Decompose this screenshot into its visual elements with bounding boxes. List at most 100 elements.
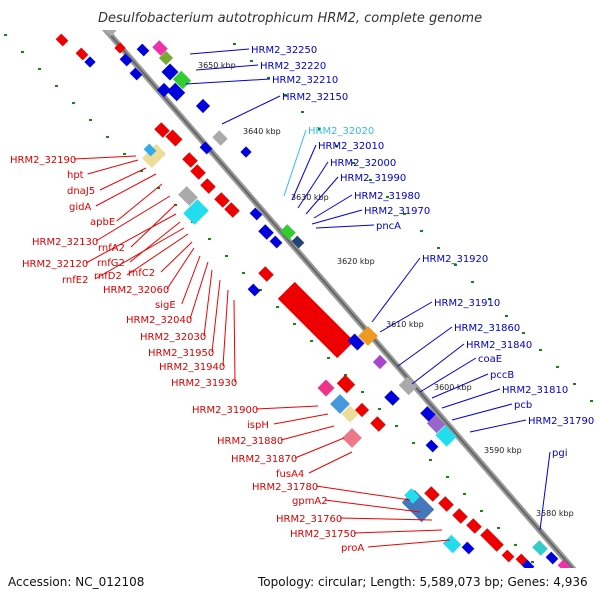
gene-label-right: HRM2_31980 (354, 191, 420, 202)
gene-label-left: HRM2_31950 (148, 348, 214, 359)
leader-line (233, 299, 236, 383)
tick-mark (386, 196, 389, 198)
gene-label-left: hpt (67, 170, 84, 181)
gene-feature (249, 207, 263, 221)
gene-label-right: HRM2_32010 (318, 141, 384, 152)
tick-mark (72, 102, 75, 104)
gene-feature (452, 508, 468, 524)
leader-line (469, 419, 527, 433)
leader-line (379, 301, 433, 333)
gene-feature (129, 67, 143, 81)
leader-line (73, 155, 137, 160)
gene-feature (347, 333, 365, 351)
tick-mark (488, 298, 491, 300)
leader-line (116, 183, 163, 222)
gene-feature (438, 496, 454, 512)
gene-feature (240, 146, 252, 158)
gene-label-right: coaE (478, 354, 502, 365)
tick-mark (276, 306, 279, 308)
gene-label-left: HRM2_32190 (10, 155, 76, 166)
tick-mark (225, 255, 228, 257)
gene-label-left: dnaJ5 (67, 186, 95, 197)
leader-line (203, 269, 213, 337)
gene-label-right: HRM2_32220 (260, 61, 326, 72)
tick-mark (233, 43, 236, 45)
gene-feature (182, 152, 198, 168)
leader-line (283, 129, 307, 197)
tick-mark (480, 510, 483, 512)
gene-feature (172, 70, 192, 90)
gene-label-left: HRM2_31760 (276, 514, 342, 525)
gene-feature (152, 40, 168, 56)
leader-line (308, 451, 353, 474)
gene-feature (488, 536, 504, 552)
gene-label-left: sigE (155, 300, 176, 311)
gene-feature (136, 43, 150, 57)
gene-feature (461, 541, 475, 555)
leader-line (339, 517, 433, 521)
gene-label-right: HRM2_32020 (308, 126, 374, 137)
tick-mark (454, 264, 457, 266)
tick-mark (446, 476, 449, 478)
gene-label-left: ispH (247, 420, 269, 431)
gene-feature (214, 192, 230, 208)
gene-feature (55, 33, 69, 47)
gene-feature (354, 402, 370, 418)
leader-line (129, 221, 181, 263)
gene-feature (280, 224, 296, 240)
tick-mark (38, 68, 41, 70)
gene-label-right: pccB (490, 370, 514, 381)
gene-label-right: HRM2_31910 (434, 298, 500, 309)
gene-feature (199, 141, 213, 155)
leader-line (324, 499, 421, 513)
gene-feature (190, 164, 206, 180)
tick-mark (242, 272, 245, 274)
gene-feature (426, 414, 446, 434)
tick-mark (55, 85, 58, 87)
kbp-label: 3640 kbp (243, 127, 281, 136)
tick-mark (301, 111, 304, 113)
tick-mark (259, 289, 262, 291)
leader-line (94, 227, 185, 280)
gene-feature (420, 406, 436, 422)
gene-label-right: HRM2_32250 (251, 45, 317, 56)
tick-mark (284, 94, 287, 96)
leader-line (221, 95, 281, 125)
leader-line (189, 48, 250, 55)
leader-line (255, 405, 319, 410)
gene-feature (545, 551, 559, 565)
kbp-label: 3620 kbp (337, 257, 375, 266)
gene-feature (435, 425, 457, 447)
gene-feature (342, 428, 362, 448)
gene-label-right: HRM2_31810 (502, 385, 568, 396)
label-leader-lines (73, 48, 551, 548)
gene-label-right: HRM2_31840 (466, 340, 532, 351)
kbp-label: 3650 kbp (198, 61, 236, 70)
gene-feature (114, 42, 126, 54)
gene-label-left: HRM2_31780 (252, 482, 318, 493)
tick-mark (412, 442, 415, 444)
tick-mark (437, 247, 440, 249)
gene-label-right: HRM2_32000 (330, 158, 396, 169)
map-title: Desulfobacterium autotrophicum HRM2, com… (98, 11, 482, 26)
leader-line (431, 373, 489, 399)
tick-mark (310, 340, 313, 342)
gene-label-right: HRM2_32210 (272, 75, 338, 86)
gene-label-left: HRM2_31900 (192, 405, 258, 416)
tick-mark (327, 357, 330, 359)
tick-mark (123, 153, 126, 155)
gene-feature (384, 390, 400, 406)
gene-feature (165, 129, 183, 147)
right-gene-labels: HRM2_32250HRM2_32220HRM2_32210HRM2_32150… (251, 45, 594, 459)
gene-label-right: HRM2_32150 (282, 92, 348, 103)
leader-line (419, 357, 477, 393)
tick-mark (208, 238, 211, 240)
gene-feature (341, 405, 359, 423)
leader-line (313, 194, 353, 219)
leader-line (353, 529, 443, 534)
gene-label-left: HRM2_31930 (171, 378, 237, 389)
gene-feature (330, 394, 350, 414)
